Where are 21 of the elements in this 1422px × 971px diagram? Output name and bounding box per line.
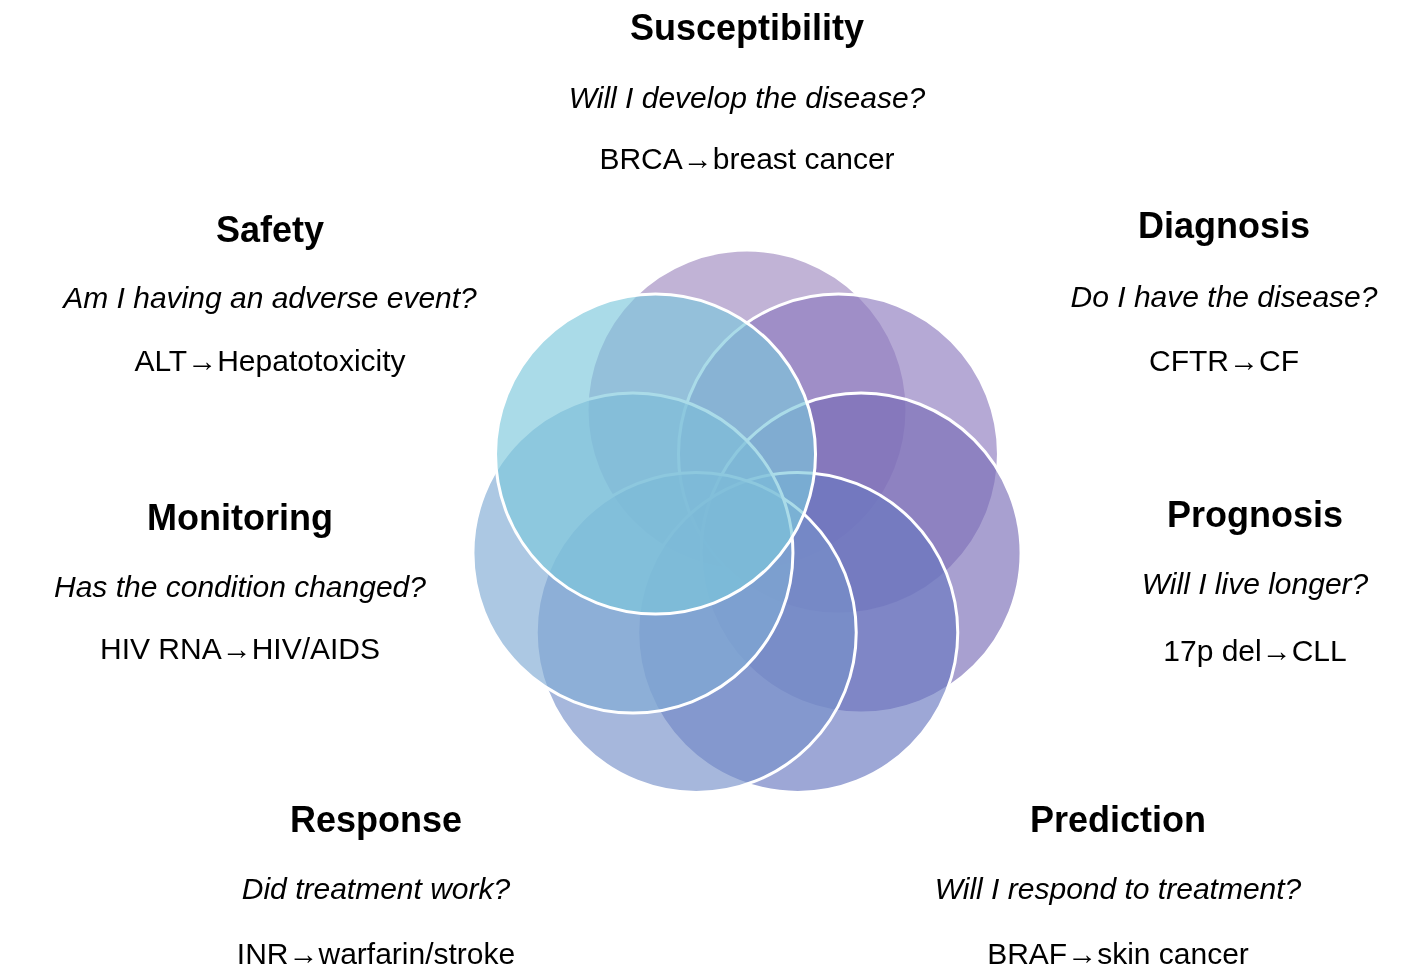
example-text: ALT→Hepatotoxicity xyxy=(134,343,406,377)
question-text: Did treatment work? xyxy=(241,871,511,905)
question-text: Do I have the disease? xyxy=(1070,279,1378,313)
example-text: BRAF→skin cancer xyxy=(987,936,1249,970)
example-text: BRCA→breast cancer xyxy=(599,141,895,175)
category-heading: Prediction xyxy=(1030,800,1206,840)
question-text: Will I develop the disease? xyxy=(568,80,926,114)
example-text: CFTR→CF xyxy=(1149,343,1299,377)
category-heading: Prognosis xyxy=(1167,495,1343,535)
example-text: HIV RNA→HIV/AIDS xyxy=(99,631,381,665)
example-text: 17p del→CLL xyxy=(1163,633,1347,667)
category-heading: Diagnosis xyxy=(1138,206,1310,246)
category-heading: Safety xyxy=(215,210,325,250)
question-text: Has the condition changed? xyxy=(54,569,426,603)
question-text: Will I respond to treatment? xyxy=(934,871,1302,905)
question-text: Am I having an adverse event? xyxy=(63,280,477,314)
example-text: INR→warfarin/stroke xyxy=(236,936,516,970)
question-text: Will I live longer? xyxy=(1141,566,1369,600)
category-heading: Response xyxy=(289,800,463,840)
category-heading: Monitoring xyxy=(147,498,333,538)
category-heading: Susceptibility xyxy=(629,8,865,48)
